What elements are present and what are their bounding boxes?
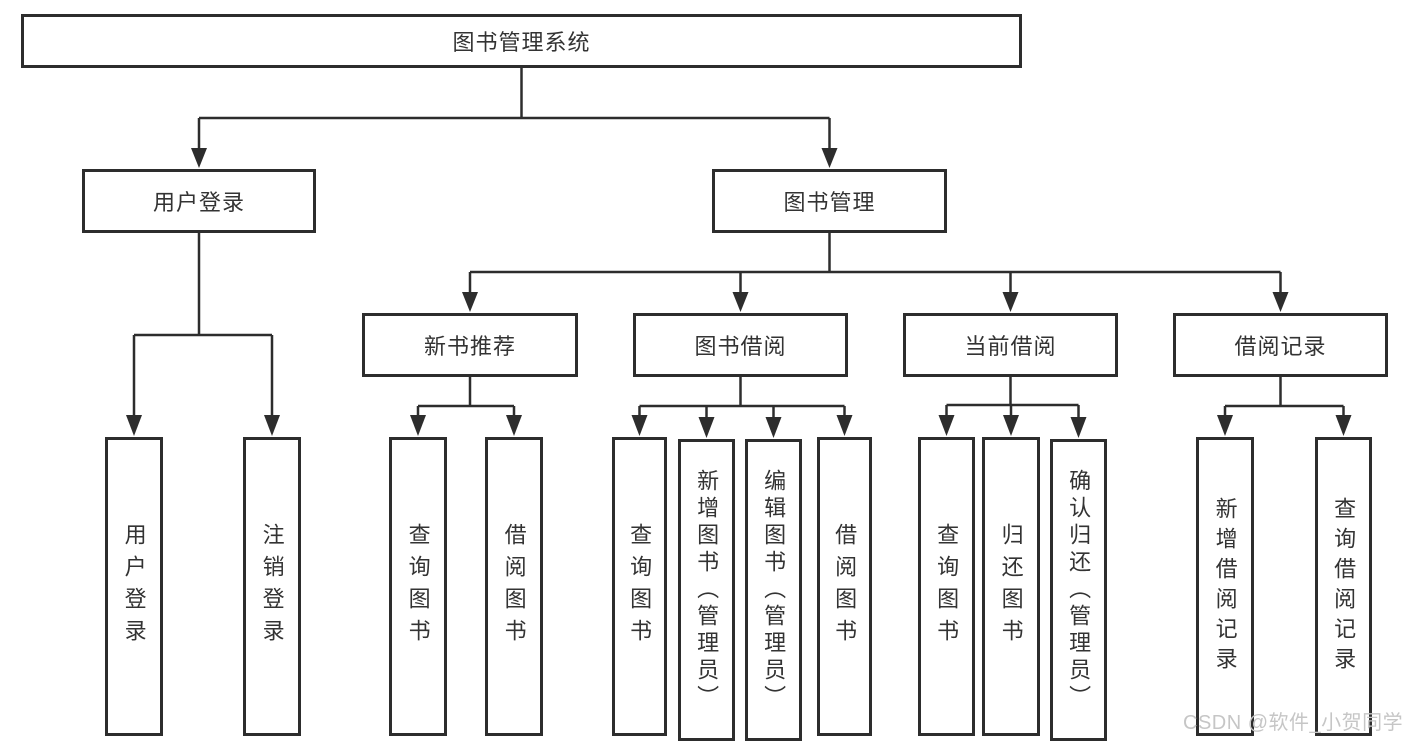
leaf-add-books-admin-label: 新增图书（管理员） [694,468,720,712]
leaf-return-books: 归还图书 [982,437,1040,736]
leaf-add-books-admin: 新增图书（管理员） [678,439,735,741]
leaf-borrow-books-recommend-label: 借阅图书 [501,522,527,651]
leaf-query-books-recommend: 查询图书 [389,437,447,736]
leaf-query-books-current: 查询图书 [918,437,975,736]
leaf-logout: 注销登录 [243,437,301,736]
connector-user-login-children [126,233,280,436]
leaf-add-borrow-record-label: 新增借阅记录 [1212,496,1238,677]
node-current-borrow: 当前借阅 [903,313,1118,377]
leaf-confirm-return-admin-label: 确认归还（管理员） [1066,468,1092,712]
connector-current-borrow-children [938,377,1087,438]
leaf-logout-label: 注销登录 [259,522,285,651]
leaf-query-borrow-record-label: 查询借阅记录 [1331,496,1357,677]
leaf-confirm-return-admin: 确认归还（管理员） [1050,439,1107,741]
node-book-management: 图书管理 [712,169,947,233]
node-root: 图书管理系统 [21,14,1022,68]
node-new-book-recommend: 新书推荐 [362,313,578,377]
leaf-borrow-books-borrow: 借阅图书 [817,437,872,736]
connector-new-book-children [410,377,522,436]
connector-book-borrow-children [631,377,853,438]
node-user-login: 用户登录 [82,169,316,233]
leaf-add-borrow-record: 新增借阅记录 [1196,437,1254,736]
node-borrow-records: 借阅记录 [1173,313,1388,377]
leaf-user-login-label: 用户登录 [121,522,147,651]
leaf-user-login: 用户登录 [105,437,163,736]
node-book-borrow: 图书借阅 [633,313,848,377]
leaf-edit-books-admin: 编辑图书（管理员） [745,439,802,741]
leaf-borrow-books-recommend: 借阅图书 [485,437,543,736]
leaf-query-books-current-label: 查询图书 [934,522,960,651]
leaf-edit-books-admin-label: 编辑图书（管理员） [761,468,787,712]
leaf-query-books-recommend-label: 查询图书 [405,522,431,651]
connector-borrow-records-children [1217,377,1352,436]
leaf-query-books-borrow: 查询图书 [612,437,667,736]
connector-root-to-branches [191,68,838,168]
leaf-return-books-label: 归还图书 [998,522,1024,651]
leaf-query-books-borrow-label: 查询图书 [627,522,653,651]
connector-book-management-children [462,233,1289,312]
leaf-query-borrow-record: 查询借阅记录 [1315,437,1372,736]
leaf-borrow-books-borrow-label: 借阅图书 [832,522,858,651]
csdn-watermark: CSDN @软件_小贺同学 [1183,712,1404,734]
